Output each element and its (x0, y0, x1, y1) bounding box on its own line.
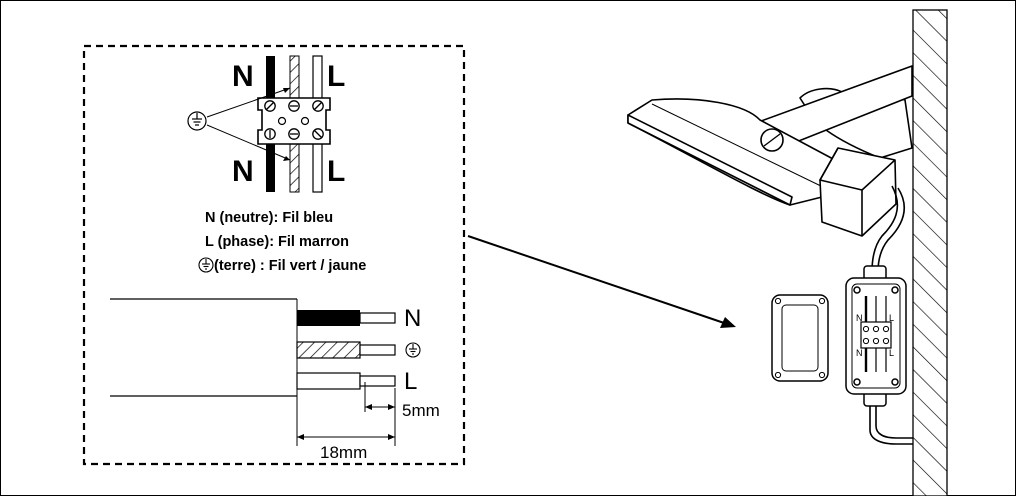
junction-box-cover (771, 294, 829, 382)
junction-label-l-bottom: L (889, 348, 894, 358)
cable-strip-detail: N L 5mm 18mm (110, 298, 440, 462)
cable-neutral-conductor (359, 312, 396, 324)
strip-length-label: 5mm (402, 401, 440, 420)
floodlight-fixture (627, 65, 913, 445)
cable-label-n: N (404, 305, 421, 332)
terminal-block-body (257, 97, 331, 145)
cable-live-conductor (359, 375, 396, 387)
junction-box (845, 265, 907, 407)
legend-earth: (terre) : Fil vert / jaune (214, 258, 366, 274)
terminal-block-detail: N L N L (187, 55, 345, 193)
cable-earth-insulation (296, 341, 361, 359)
sheath-length-label: 18mm (320, 443, 367, 462)
terminal-label-l-top: L (327, 60, 345, 93)
terminal-label-n-bottom: N (232, 155, 254, 188)
junction-label-l-top: L (889, 313, 894, 323)
legend-phase: L (phase): Fil marron (205, 234, 349, 250)
earth-ground-icon (405, 342, 421, 358)
terminal-label-l-bottom: L (327, 155, 345, 188)
cable-label-l: L (404, 368, 417, 395)
junction-label-n-bottom: N (856, 348, 863, 358)
legend-neutral: N (neutre): Fil bleu (205, 210, 333, 226)
earth-leader-line-top (206, 87, 291, 118)
wall (912, 9, 948, 496)
detail-inset-frame (82, 44, 466, 466)
cable-live-insulation (296, 372, 361, 390)
terminal-label-n-top: N (232, 60, 254, 93)
wire-color-legend: N (neutre): Fil bleu L (phase): Fil marr… (198, 210, 366, 274)
earth-leader-line-bottom (206, 124, 291, 161)
junction-label-n-top: N (856, 313, 863, 323)
earth-ground-icon (187, 111, 207, 131)
cable-earth-conductor (359, 344, 396, 356)
cable-neutral-insulation (297, 310, 360, 326)
earth-ground-icon (198, 257, 214, 273)
pointer-arrow (467, 235, 731, 326)
